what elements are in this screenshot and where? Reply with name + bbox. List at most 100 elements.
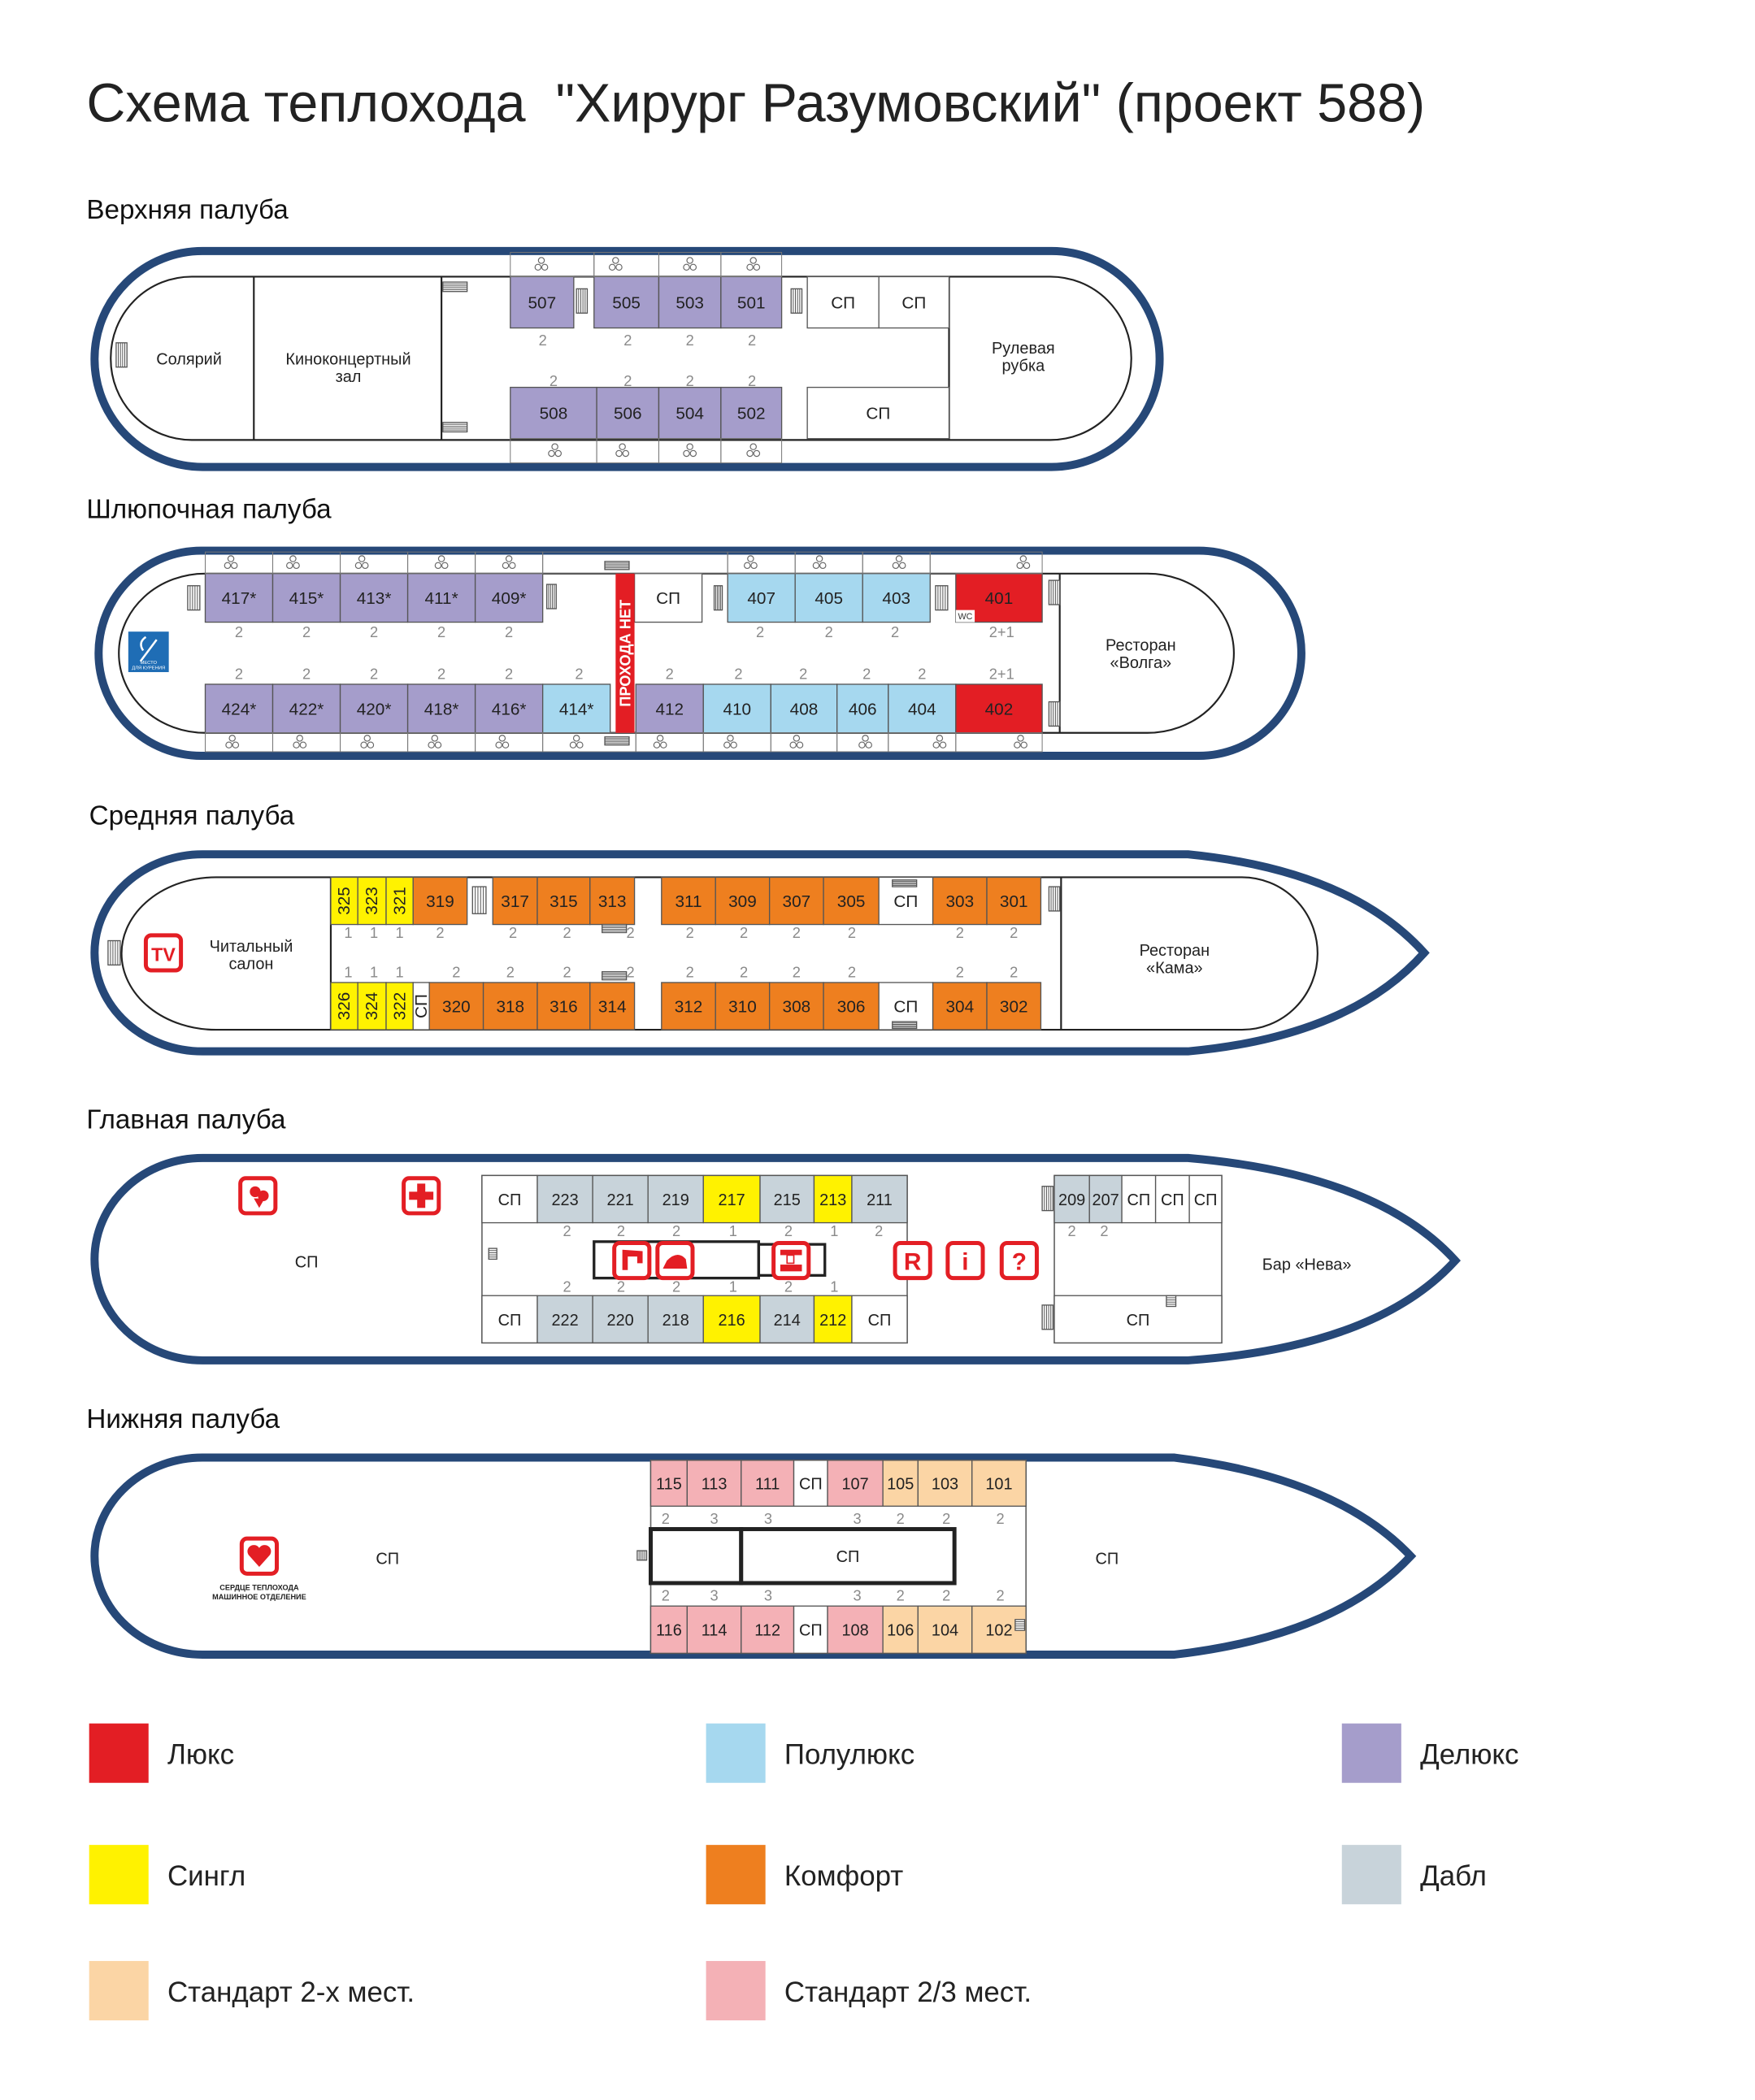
cabin-capacity: 1 xyxy=(830,1222,838,1239)
cabin-424[interactable]: 424*2 xyxy=(204,665,274,734)
cabin-box xyxy=(510,386,597,440)
cabin-409[interactable]: 409*2 xyxy=(474,573,544,640)
cabin-413[interactable]: 413*2 xyxy=(339,573,409,640)
stairs-icon xyxy=(442,422,468,433)
cabin-number: 317 xyxy=(501,892,529,911)
cabin-417[interactable]: 417*2 xyxy=(204,573,274,640)
balcony xyxy=(720,252,783,277)
cabin-422[interactable]: 422*2 xyxy=(272,665,341,734)
cabin-415[interactable]: 415*2 xyxy=(272,573,341,640)
balcony xyxy=(272,732,341,753)
cabin-418[interactable]: 418*2 xyxy=(406,665,476,734)
deck-chair-icon xyxy=(360,735,375,748)
cabin-411[interactable]: 411*2 xyxy=(406,573,476,640)
cabin-capacity: 2 xyxy=(686,963,694,980)
cabin-number: 308 xyxy=(783,998,811,1017)
help-icon[interactable]: ? xyxy=(999,1240,1039,1281)
cabin-416[interactable]: 416*2 xyxy=(474,665,544,734)
info-icon[interactable]: i xyxy=(945,1240,985,1281)
cabin-414[interactable]: 414*2 xyxy=(541,665,611,734)
deck-chair-icon xyxy=(723,735,737,748)
legend-item-polulux: Полулюкс xyxy=(706,1723,914,1783)
svg-text:МАШИННОЕ ОТДЕЛЕНИЕ: МАШИННОЕ ОТДЕЛЕНИЕ xyxy=(212,1593,306,1601)
cabin-420[interactable]: 420*2 xyxy=(339,665,409,734)
cabin-number: 407 xyxy=(747,589,775,608)
reception-icon[interactable]: R xyxy=(893,1240,932,1281)
